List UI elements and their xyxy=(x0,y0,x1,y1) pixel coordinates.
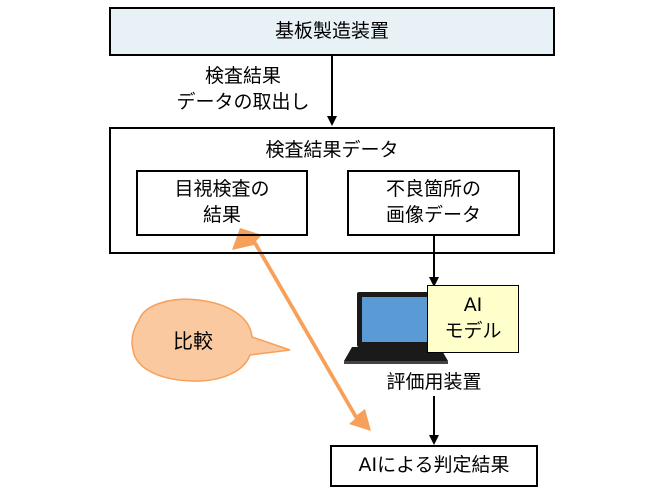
compare-bubble xyxy=(131,298,291,382)
extract-label: 検査結果 データの取出し xyxy=(176,65,310,113)
manufacturing-equipment-box: 基板製造装置 xyxy=(109,7,555,56)
laptop-icon xyxy=(344,292,448,364)
defect-image-data-box: 不良箇所の 画像データ xyxy=(347,170,520,236)
inspection-data-title: 検査結果データ xyxy=(265,139,399,161)
compare-double-arrow xyxy=(232,228,371,431)
inspection-data-frame xyxy=(109,127,555,254)
visual-inspection-result-box: 目視検査の 結果 xyxy=(136,170,308,236)
compare-label: 比較 xyxy=(173,329,213,353)
ai-model-box: AI モデル xyxy=(427,285,519,353)
ai-result-box: AIによる判定結果 xyxy=(330,445,538,487)
evaluator-label: 評価用装置 xyxy=(386,371,482,393)
